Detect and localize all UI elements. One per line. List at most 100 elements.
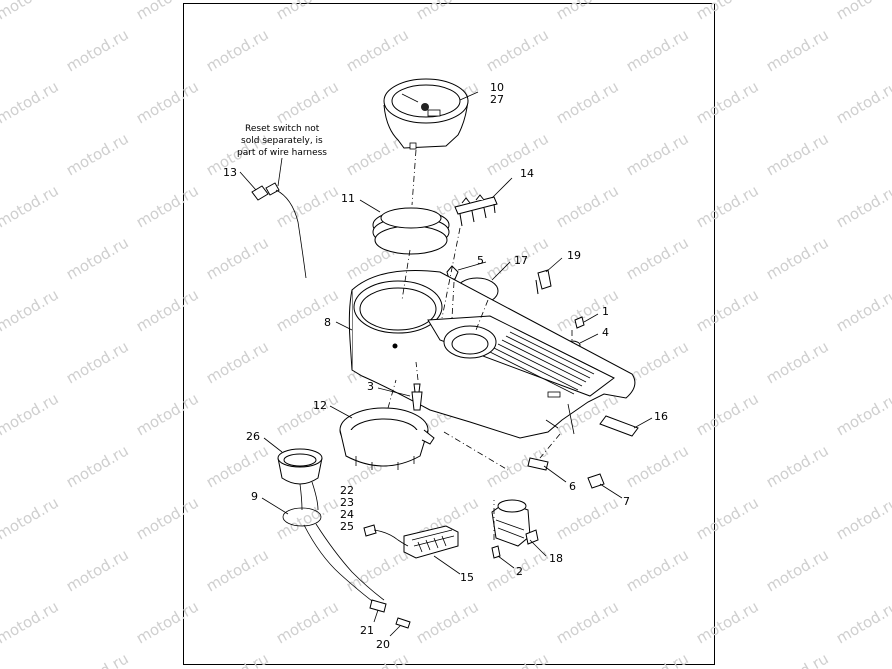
callout-13: 13: [223, 166, 237, 179]
callout-20: 20: [376, 638, 390, 651]
watermark-text: motod.ru: [553, 77, 622, 127]
watermark-text: motod.ru: [623, 545, 692, 595]
watermark-text: motod.ru: [833, 389, 892, 439]
watermark-text: motod.ru: [63, 233, 132, 283]
clip-part: [535, 269, 552, 295]
callout-7: 7: [623, 495, 630, 508]
callout-8: 8: [324, 316, 331, 329]
watermark-text: motod.ru: [553, 0, 622, 23]
watermark-text: motod.ru: [693, 597, 762, 647]
callout-9: 9: [251, 490, 258, 503]
watermark-text: motod.ru: [133, 597, 202, 647]
watermark-text: motod.ru: [763, 649, 832, 669]
callout-24: 24: [340, 508, 354, 521]
watermark-text: motod.ru: [693, 0, 762, 23]
watermark-text: motod.ru: [833, 285, 892, 335]
callout-10: 10: [490, 81, 504, 94]
callout-11: 11: [341, 192, 355, 205]
watermark-text: motod.ru: [273, 389, 342, 439]
assembly-centerlines: [387, 149, 573, 540]
watermark-text: motod.ru: [0, 0, 62, 23]
watermark-text: motod.ru: [203, 545, 272, 595]
watermark-text: motod.ru: [0, 181, 62, 231]
watermark-text: motod.ru: [833, 493, 892, 543]
watermark-text: motod.ru: [553, 597, 622, 647]
watermark-text: motod.ru: [413, 0, 482, 23]
watermark-text: motod.ru: [203, 233, 272, 283]
watermark-text: motod.ru: [623, 25, 692, 75]
watermark-text: motod.ru: [343, 649, 412, 669]
watermark-text: motod.ru: [273, 285, 342, 335]
watermark-text: motod.ru: [693, 389, 762, 439]
watermark-text: motod.ru: [483, 649, 552, 669]
watermark-text: motod.ru: [763, 129, 832, 179]
watermark-text: motod.ru: [133, 285, 202, 335]
watermark-text: motod.ru: [693, 493, 762, 543]
callout-4: 4: [602, 326, 609, 339]
mounting-ring-part: [339, 407, 435, 470]
callout-labels: 10 27 14 13 11 5 17 19 1 4 8 3 12 16 26 …: [223, 81, 668, 651]
gasket-rings-part: [372, 207, 450, 255]
callout-6: 6: [569, 480, 576, 493]
watermark-text: motod.ru: [833, 0, 892, 23]
watermark-text: motod.ru: [763, 441, 832, 491]
watermark-text: motod.ru: [553, 493, 622, 543]
callout-19: 19: [567, 249, 581, 262]
callout-2: 2: [516, 565, 523, 578]
watermark-text: motod.ru: [0, 389, 62, 439]
note-line-1: Reset switch not: [245, 124, 320, 134]
watermark-text: motod.ru: [63, 337, 132, 387]
watermark-text: motod.ru: [693, 285, 762, 335]
watermark-text: motod.ru: [833, 181, 892, 231]
stud-part: [411, 383, 423, 411]
watermark-text: motod.ru: [63, 129, 132, 179]
bracket-6-part: [527, 457, 549, 471]
clock-and-harness-part: [277, 448, 411, 629]
callout-25: 25: [340, 520, 354, 533]
watermark-text: motod.ru: [63, 545, 132, 595]
watermark-text: motod.ru: [483, 129, 552, 179]
callout-21: 21: [360, 624, 374, 637]
watermark-text: motod.ru: [763, 545, 832, 595]
watermark-text: motod.ru: [483, 25, 552, 75]
watermark-text: motod.ru: [0, 285, 62, 335]
watermark-text: motod.ru: [203, 25, 272, 75]
watermark-text: motod.ru: [133, 493, 202, 543]
console-housing-part: [348, 269, 636, 439]
bracket-7-part: [587, 473, 605, 489]
leader-lines: [239, 91, 653, 637]
note-line-3: part of wire harness: [237, 148, 327, 158]
callout-27: 27: [490, 93, 504, 106]
watermark-text: motod.ru: [553, 285, 622, 335]
watermark-text: motod.ru: [413, 597, 482, 647]
watermark-text: motod.ru: [623, 649, 692, 669]
watermark-text: motod.ru: [693, 77, 762, 127]
callout-15: 15: [460, 571, 474, 584]
watermark-text: motod.ru: [203, 649, 272, 669]
callout-14: 14: [520, 167, 534, 180]
watermark-text: motod.ru: [203, 441, 272, 491]
watermark-text: motod.ru: [623, 129, 692, 179]
watermark-text: motod.ru: [553, 181, 622, 231]
callout-22: 22: [340, 484, 354, 497]
watermark-text: motod.ru: [833, 597, 892, 647]
watermark-text: motod.ru: [133, 181, 202, 231]
watermark-text: motod.ru: [0, 597, 62, 647]
callout-3: 3: [367, 380, 374, 393]
callout-12: 12: [313, 399, 327, 412]
watermark-text: motod.ru: [343, 545, 412, 595]
watermark-text: motod.ru: [833, 77, 892, 127]
callout-16: 16: [654, 410, 668, 423]
wiring-connector-part: [363, 524, 459, 559]
watermark-text: motod.ru: [0, 493, 62, 543]
watermark-text: motod.ru: [273, 597, 342, 647]
callout-18: 18: [549, 552, 563, 565]
speedometer-part: [383, 78, 469, 150]
note-line-2: sold separately, is: [241, 136, 323, 146]
indicator-bracket-part: [454, 194, 498, 227]
watermark-text: motod.ru: [763, 25, 832, 75]
watermark-text: motod.ru: [63, 649, 132, 669]
watermark-text: motod.ru: [273, 181, 342, 231]
watermark-text: motod.ru: [623, 233, 692, 283]
